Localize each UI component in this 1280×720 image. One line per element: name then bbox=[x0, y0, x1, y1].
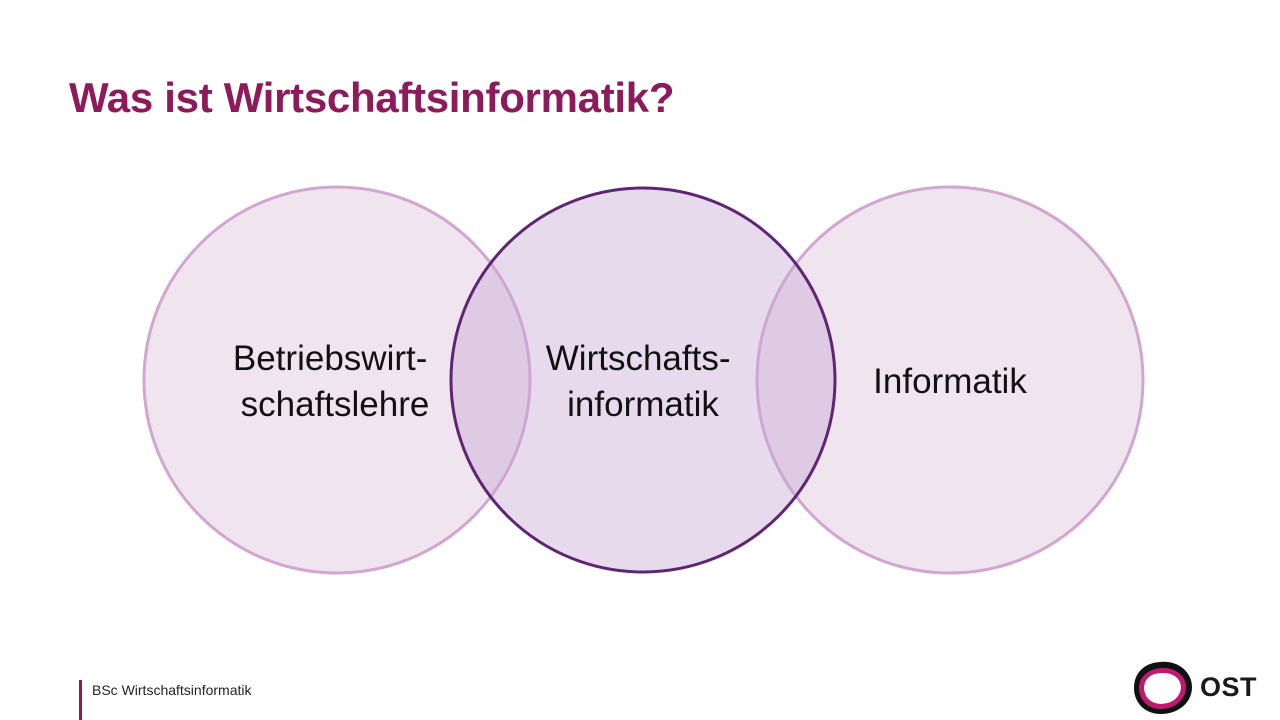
label-center-line-2: informatik bbox=[567, 385, 719, 424]
circle-informatik bbox=[755, 185, 1145, 575]
slide-title: Was ist Wirtschaftsinformatik? bbox=[69, 74, 675, 121]
label-left-line-1: Betriebswirt- bbox=[233, 339, 427, 378]
label-left-line-2: schaftslehre bbox=[241, 385, 430, 424]
label-center-line-1: Wirtschafts- bbox=[546, 339, 731, 378]
ost-logo-text: OST bbox=[1200, 672, 1258, 702]
label-right-line-1: Informatik bbox=[873, 362, 1027, 401]
footer-label: BSc Wirtschaftsinformatik bbox=[92, 682, 252, 698]
label-wirtschaftsinformatik: Wirtschafts- informatik bbox=[546, 339, 740, 424]
label-informatik: Informatik bbox=[873, 362, 1027, 401]
circle-wirtschaftsinformatik bbox=[449, 186, 837, 574]
ost-logo-icon bbox=[1134, 661, 1192, 714]
label-betriebswirtschaftslehre: Betriebswirt- schaftslehre bbox=[233, 339, 437, 424]
footer-accent-bar bbox=[79, 680, 82, 720]
circle-betriebswirtschaftslehre bbox=[142, 185, 532, 575]
